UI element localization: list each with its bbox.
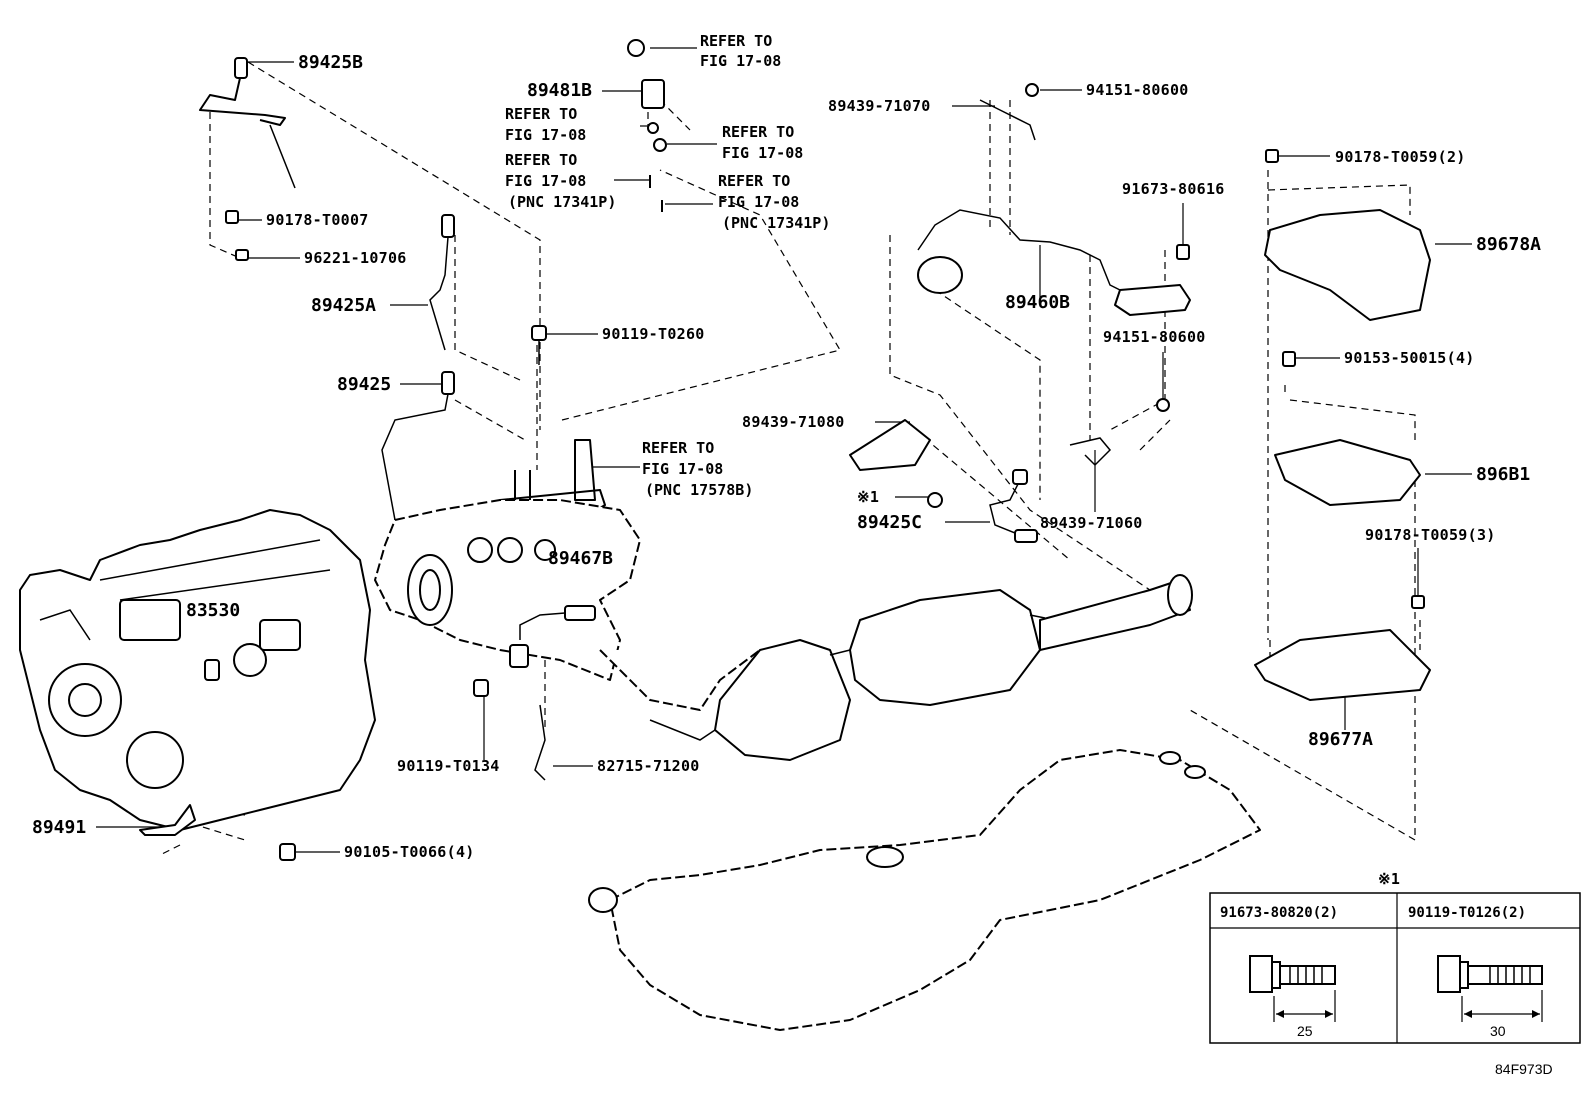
- label-94151-80600-a: 94151-80600: [1086, 81, 1189, 99]
- label-90153-50015: 90153-50015(4): [1344, 349, 1475, 367]
- figure-code: 84F973D: [1495, 1061, 1553, 1077]
- ref4-line2: FIG 17-08: [505, 172, 586, 190]
- engine-block: [19, 509, 376, 831]
- bolt-table: ※1 91673-80820(2) 90119-T0126(2) 25: [1209, 870, 1581, 1044]
- table-col1-part: 91673-80820(2): [1220, 905, 1338, 921]
- label-89425c: 89425C: [857, 512, 922, 533]
- refer-labels: REFER TO FIG 17-08 REFER TO FIG 17-08 RE…: [505, 32, 830, 499]
- ref4-line1: REFER TO: [505, 151, 577, 169]
- fitting-ref-3: [653, 138, 667, 152]
- sensor-89425c: [989, 469, 1038, 543]
- label-90178-t0059-2: 90178-T0059(2): [1335, 148, 1466, 166]
- fitting-top-ref: [627, 39, 645, 57]
- label-89481b: 89481B: [527, 80, 592, 101]
- label-90178-t0007: 90178-T0007: [266, 211, 369, 229]
- part-labels: 89425B 89481B 90178-T0007 96221-10706 89…: [32, 52, 1541, 861]
- sensor-82715-71200: [534, 704, 546, 781]
- table-col2-part: 90119-T0126(2): [1408, 905, 1526, 921]
- ref2-line2: FIG 17-08: [505, 126, 586, 144]
- label-89439-71070: 89439-71070: [828, 97, 931, 115]
- ref2-line1: REFER TO: [505, 105, 577, 123]
- ref3-line2: FIG 17-08: [722, 144, 803, 162]
- nut-90178-t0059-2: [1265, 149, 1279, 163]
- bracket-89491: [139, 804, 196, 836]
- bolt-mark1: [927, 492, 943, 508]
- label-89678a: 89678A: [1476, 234, 1541, 255]
- bolt-90119-t0260: [531, 325, 547, 365]
- sensor-89425: [381, 371, 455, 521]
- o2-sensor-89467b: [509, 605, 596, 668]
- ref4-line3: (PNC 17341P): [508, 193, 616, 211]
- table-mark: ※1: [1378, 870, 1400, 888]
- bolt-91673-80616: [1176, 244, 1190, 260]
- bolt-90119-t0134: [473, 679, 489, 697]
- ref6-line3: (PNC 17578B): [645, 481, 753, 499]
- label-89439-71080: 89439-71080: [742, 413, 845, 431]
- bolt-icon-30: [1437, 955, 1543, 1022]
- nut-94151-80600-a: [1025, 83, 1039, 97]
- ref5-line2: FIG 17-08: [718, 193, 799, 211]
- nut-90178-t0059-3: [1411, 595, 1425, 609]
- harness-89439-71070: [979, 99, 1036, 141]
- hose-ref: [649, 175, 663, 212]
- clamp-89439-71060: [1069, 437, 1112, 467]
- fitting-ref-2: [647, 122, 659, 134]
- ref5-line3: (PNC 17341P): [722, 214, 830, 232]
- ref1-line1: REFER TO: [700, 32, 772, 50]
- label-91673-80616: 91673-80616: [1122, 180, 1225, 198]
- dim-30: 30: [1490, 1023, 1506, 1039]
- label-89467b: 89467B: [548, 548, 613, 569]
- label-89491: 89491: [32, 817, 86, 838]
- label-mark1-bolt: ※1: [857, 488, 879, 506]
- sensor-89425a: [429, 214, 455, 351]
- label-90105-t0066: 90105-T0066(4): [344, 843, 475, 861]
- ref5-line1: REFER TO: [718, 172, 790, 190]
- label-89439-71060: 89439-71060: [1040, 514, 1143, 532]
- label-89425b: 89425B: [298, 52, 363, 73]
- label-94151-80600-b: 94151-80600: [1103, 328, 1206, 346]
- label-90119-t0260: 90119-T0260: [602, 325, 705, 343]
- bracket-89677a: [1254, 629, 1431, 701]
- label-83530: 83530: [186, 600, 240, 621]
- ref3-line1: REFER TO: [722, 123, 794, 141]
- vsv-89481b: [641, 79, 665, 109]
- harness-89460b: [917, 209, 1191, 316]
- sensor-89425b: [199, 57, 296, 189]
- part-sketches: [19, 39, 1431, 1031]
- label-896b1: 896B1: [1476, 464, 1530, 485]
- label-89460b: 89460B: [1005, 292, 1070, 313]
- fuel-tank: [588, 749, 1261, 1031]
- ref6-line2: FIG 17-08: [642, 460, 723, 478]
- clamp-90178-t0007: [225, 210, 239, 224]
- exhaust-pipe: [599, 574, 1193, 761]
- leader-lines: [96, 47, 1472, 853]
- cover-89678a: [1264, 209, 1431, 321]
- label-90178-t0059-3: 90178-T0059(3): [1365, 526, 1496, 544]
- label-82715-71200: 82715-71200: [597, 757, 700, 775]
- nut-94151-80600-b: [1156, 398, 1170, 412]
- ref1-line2: FIG 17-08: [700, 52, 781, 70]
- bolt-icon-25: [1249, 955, 1336, 1022]
- label-89425: 89425: [337, 374, 391, 395]
- ecu-896b1: [1274, 439, 1421, 506]
- dim-25: 25: [1297, 1023, 1313, 1039]
- turbo-manifold: [374, 499, 641, 681]
- label-90119-t0134: 90119-T0134: [397, 757, 500, 775]
- label-89677a: 89677A: [1308, 729, 1373, 750]
- ref6-line1: REFER TO: [642, 439, 714, 457]
- bracket-89439-71080: [849, 419, 931, 471]
- label-89425a: 89425A: [311, 295, 376, 316]
- bolt-90105-t0066: [279, 843, 296, 861]
- label-96221-10706: 96221-10706: [304, 249, 407, 267]
- bolt-90153-50015: [1282, 351, 1296, 367]
- clip-96221-10706: [235, 249, 249, 261]
